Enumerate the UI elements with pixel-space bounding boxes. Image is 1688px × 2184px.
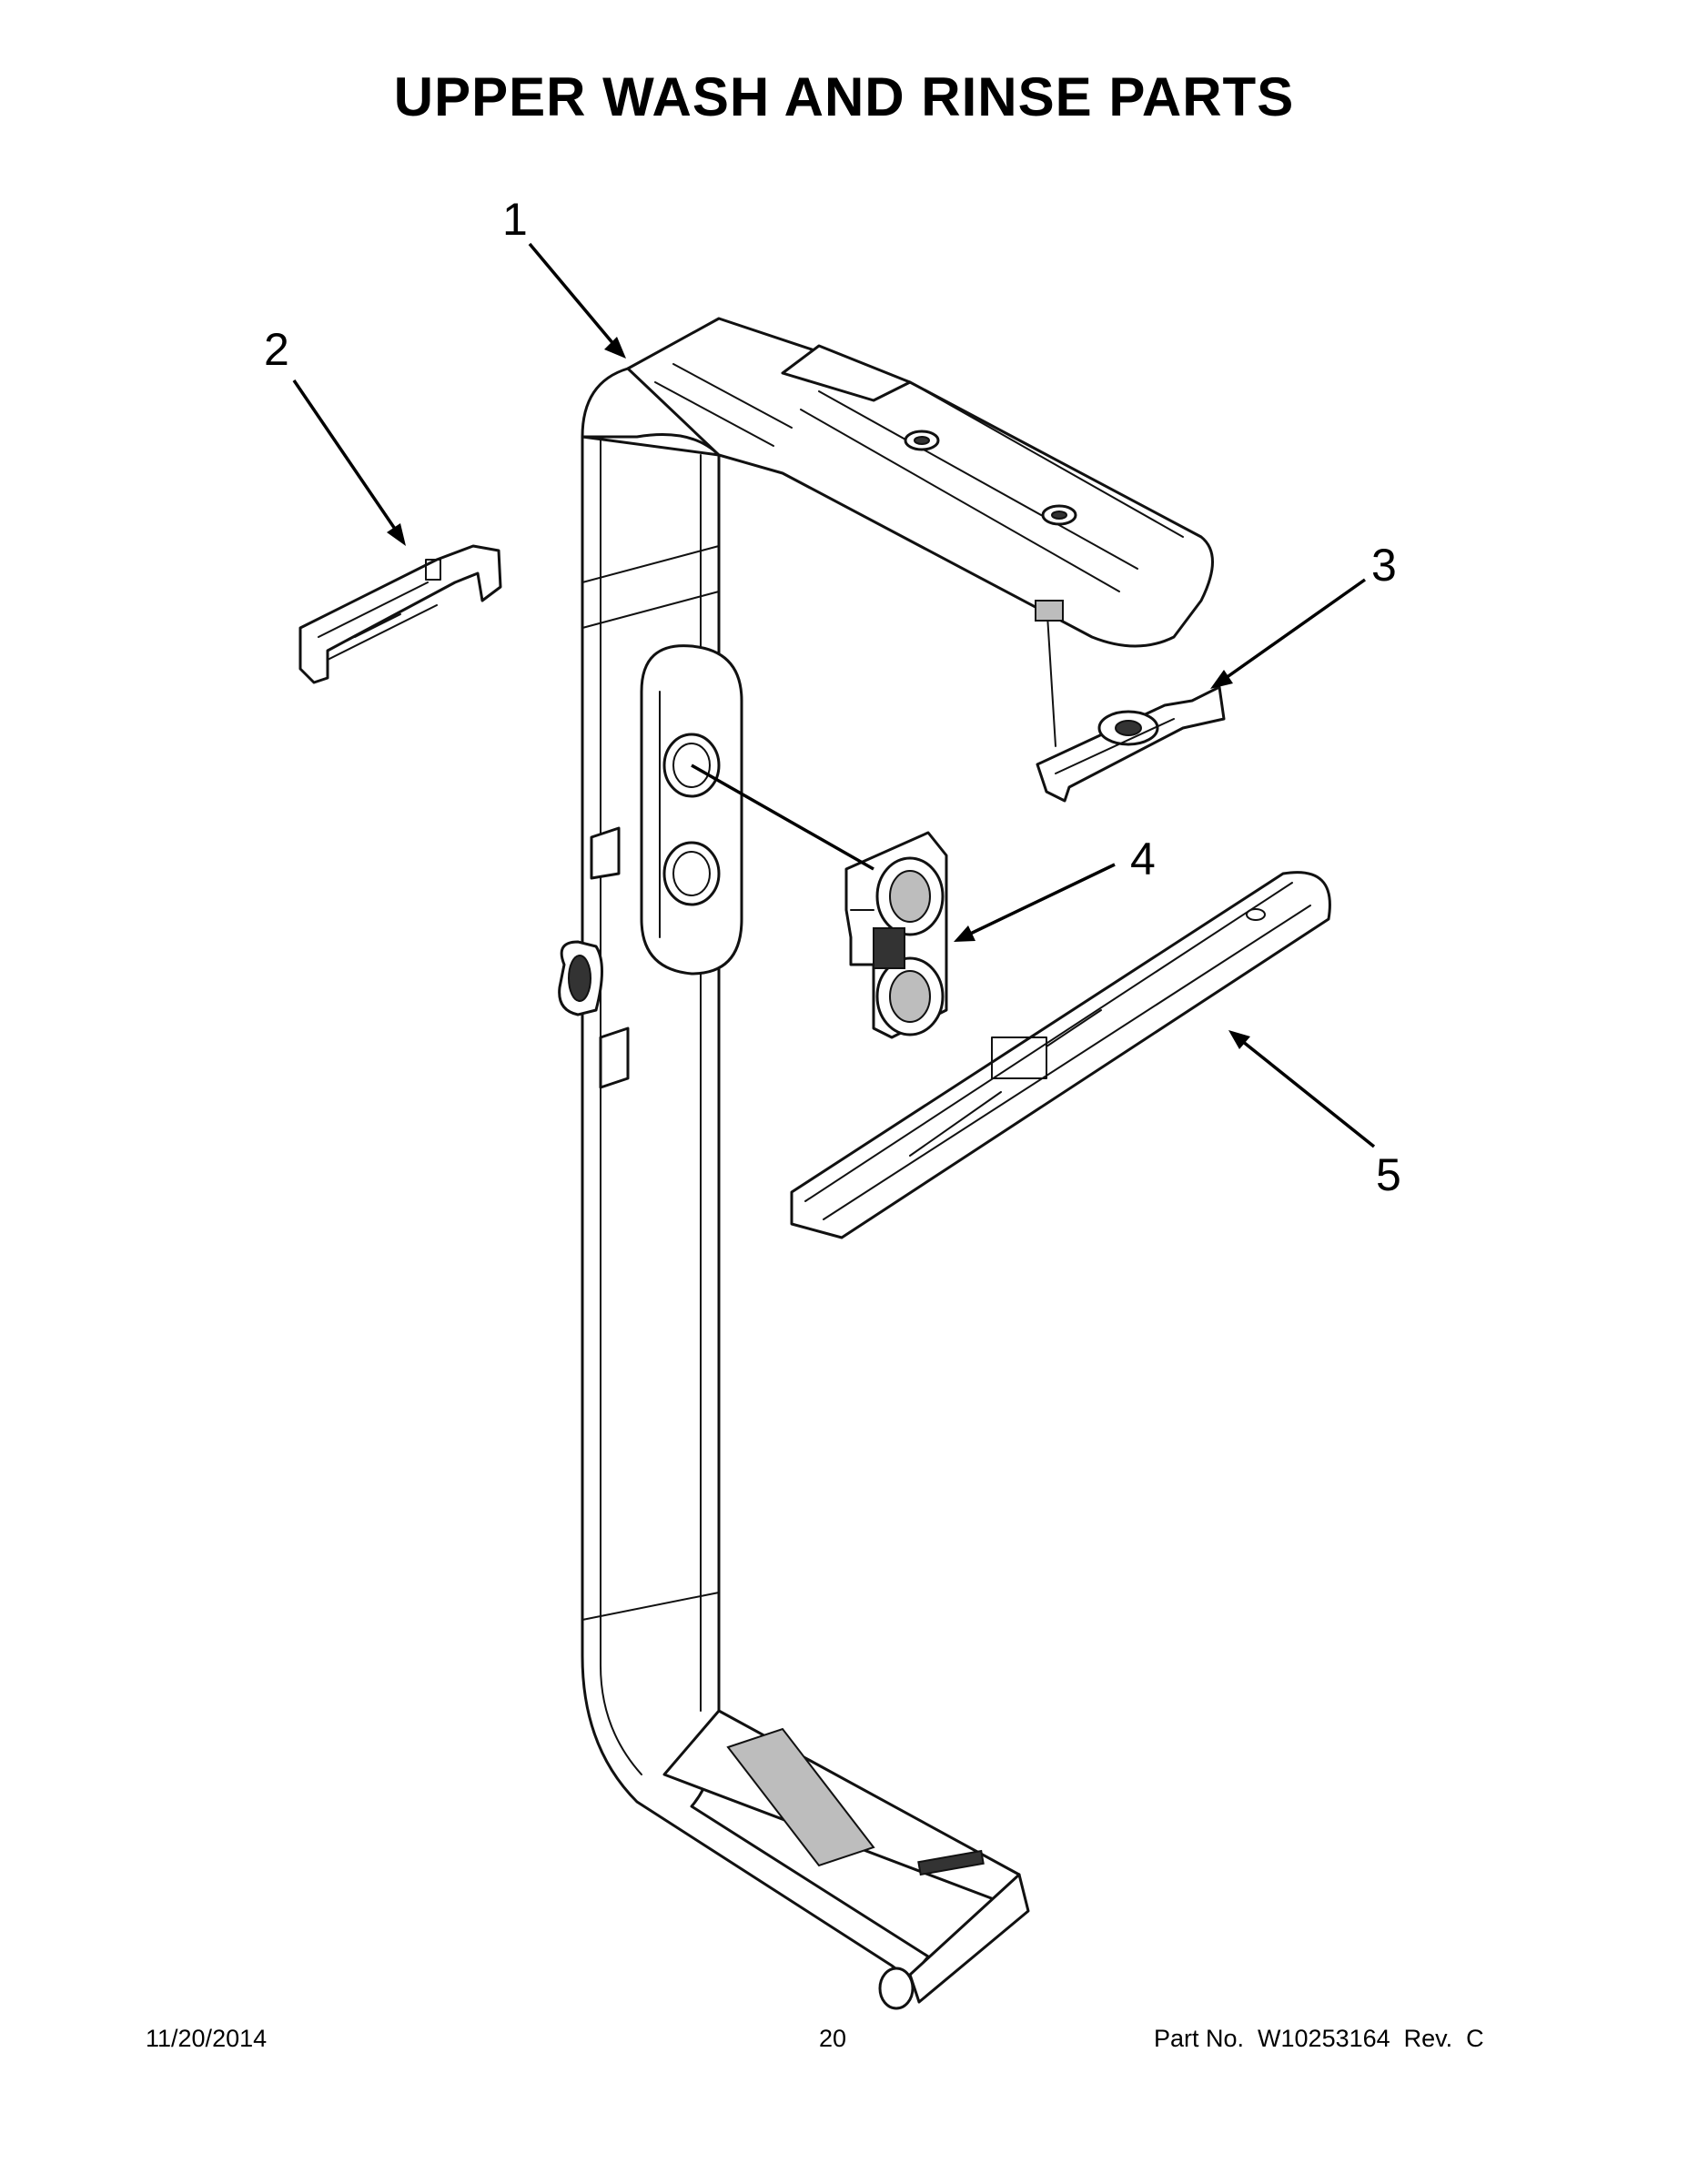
- wash-tube-part-1: [558, 317, 1214, 2010]
- spray-arm-part-5: [790, 871, 1331, 1239]
- callout-5: 5: [1376, 1149, 1401, 1200]
- clip-part-2: [298, 544, 502, 684]
- footer-date: 11/20/2014: [146, 2025, 268, 2052]
- bracket-part-3: [1036, 685, 1226, 803]
- leader-lines: [292, 242, 1376, 1148]
- diverter-part-4: [844, 831, 948, 1039]
- footer-page-number: 20: [819, 2025, 847, 2052]
- footer-part-number: Part No. W10253164 Rev. C: [1154, 2025, 1484, 2052]
- callout-3: 3: [1371, 540, 1397, 591]
- callout-1: 1: [502, 194, 528, 245]
- callout-4: 4: [1130, 834, 1156, 885]
- callout-2: 2: [264, 324, 289, 375]
- page-title: UPPER WASH AND RINSE PARTS: [393, 66, 1295, 127]
